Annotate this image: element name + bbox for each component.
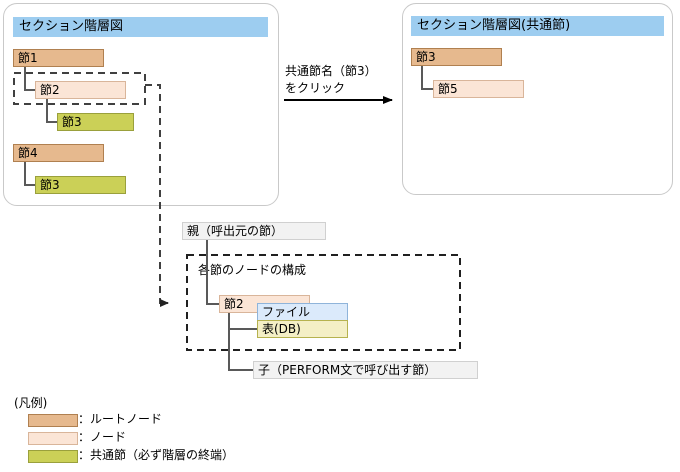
legend-text-common-node: ：共通節（必ず階層の終端） bbox=[78, 448, 235, 462]
arrow-label-line1: 共通節名（節3） bbox=[285, 64, 377, 78]
legend-swatch-common-node bbox=[28, 450, 78, 463]
group-title-node-composition: 各節のノードの構成 bbox=[198, 263, 307, 277]
node-left-3[interactable]: 節3 bbox=[57, 113, 134, 131]
legend-swatch-node bbox=[28, 432, 78, 445]
node-detail-file[interactable]: ファイル bbox=[257, 303, 348, 321]
connector-node2-db-h bbox=[228, 328, 258, 330]
connector-n4-n3-vertical bbox=[24, 160, 26, 186]
legend-text-root-node: ：ルートノード bbox=[78, 412, 163, 426]
connector-n2-n3-vertical bbox=[46, 97, 48, 123]
connector-n1-n2-vertical bbox=[24, 65, 26, 91]
legend-swatch-root-node bbox=[28, 414, 78, 427]
node-left-4[interactable]: 節4 bbox=[13, 144, 104, 162]
connector-parent-to-node2 bbox=[206, 240, 208, 305]
connector-node2-child-h bbox=[228, 369, 254, 371]
connector-n4-n3-horizontal bbox=[24, 184, 38, 186]
connector-parent-to-node2-h bbox=[206, 303, 220, 305]
panel-right-title: セクション階層図(共通節) bbox=[411, 16, 664, 36]
arrow-label-line2: をクリック bbox=[285, 81, 346, 95]
node-left-5[interactable]: 節3 bbox=[35, 176, 126, 194]
label-parent-box: 親（呼出元の節） bbox=[182, 222, 326, 240]
node-detail-db[interactable]: 表(DB) bbox=[257, 320, 348, 338]
node-left-2[interactable]: 節2 bbox=[35, 81, 126, 99]
node-left-1[interactable]: 節1 bbox=[13, 49, 104, 67]
node-right-1[interactable]: 節3 bbox=[411, 48, 502, 66]
connector-right-vertical bbox=[421, 64, 423, 90]
panel-left-title: セクション階層図 bbox=[13, 17, 268, 37]
connector-node2-children-vertical bbox=[228, 313, 230, 371]
legend-title: (凡例) bbox=[14, 396, 48, 410]
legend-text-node: ：ノード bbox=[78, 430, 127, 444]
connector-n2-n3-horizontal bbox=[46, 121, 60, 123]
node-right-2[interactable]: 節5 bbox=[433, 80, 524, 98]
connector-right-horizontal bbox=[421, 88, 435, 90]
label-child-box: 子（PERFORM文で呼び出す節） bbox=[253, 361, 478, 379]
